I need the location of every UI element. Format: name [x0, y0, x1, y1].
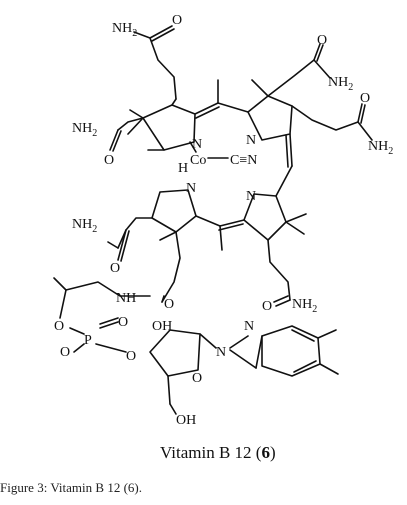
label-nh2-right: NH2 — [368, 139, 393, 157]
label-n-ringA: N — [192, 137, 202, 152]
label-h-co: H — [178, 161, 188, 176]
label-nh2-top: NH2 — [112, 21, 137, 39]
label-o-amide: O — [164, 297, 174, 312]
bond-lines — [53, 25, 373, 415]
label-o-bridge: O — [126, 349, 136, 364]
label-n-ringD: N — [186, 181, 196, 196]
label-nh2-lowerleft: NH2 — [72, 217, 97, 235]
label-o-top: O — [172, 13, 182, 28]
label-n-ringB: N — [246, 133, 256, 148]
label-cn: C≡N — [230, 153, 257, 168]
label-n-imidazole2: N — [216, 345, 226, 360]
label-o-lowerright: O — [262, 299, 272, 314]
label-nh2-lowerright: NH2 — [292, 297, 317, 315]
label-o-lowerleft: O — [110, 261, 120, 276]
label-o-right: O — [360, 91, 370, 106]
label-co: Co — [190, 153, 206, 168]
label-nh2-topright: NH2 — [328, 75, 353, 93]
label-o-phosphoryl: O — [118, 315, 128, 330]
figure-caption: Figure 3: Vitamin B 12 (6). — [0, 480, 142, 495]
label-oh-ribose: OH — [152, 319, 172, 334]
label-o-left: O — [104, 153, 114, 168]
label-oh-bottom: OH — [176, 413, 196, 428]
label-n-imidazole1: N — [244, 319, 254, 334]
label-o-topright: O — [317, 33, 327, 48]
label-n-ringC: N — [246, 189, 256, 204]
label-nh2-left: NH2 — [72, 121, 97, 139]
label-p: P — [84, 333, 92, 348]
atom-labels: NH2 O O NH2 O NH2 NH2 O N N H Co C≡N N N… — [54, 13, 393, 428]
label-o-ester: O — [54, 319, 64, 334]
label-o-minus: O — [60, 345, 70, 360]
compound-title: Vitamin B 12 (6) — [160, 443, 276, 462]
label-o-ribose: O — [192, 371, 202, 386]
vitamin-b12-structure: NH2 O O NH2 O NH2 NH2 O N N H Co C≡N N N… — [53, 13, 393, 462]
label-nh-amide: NH — [116, 291, 136, 306]
